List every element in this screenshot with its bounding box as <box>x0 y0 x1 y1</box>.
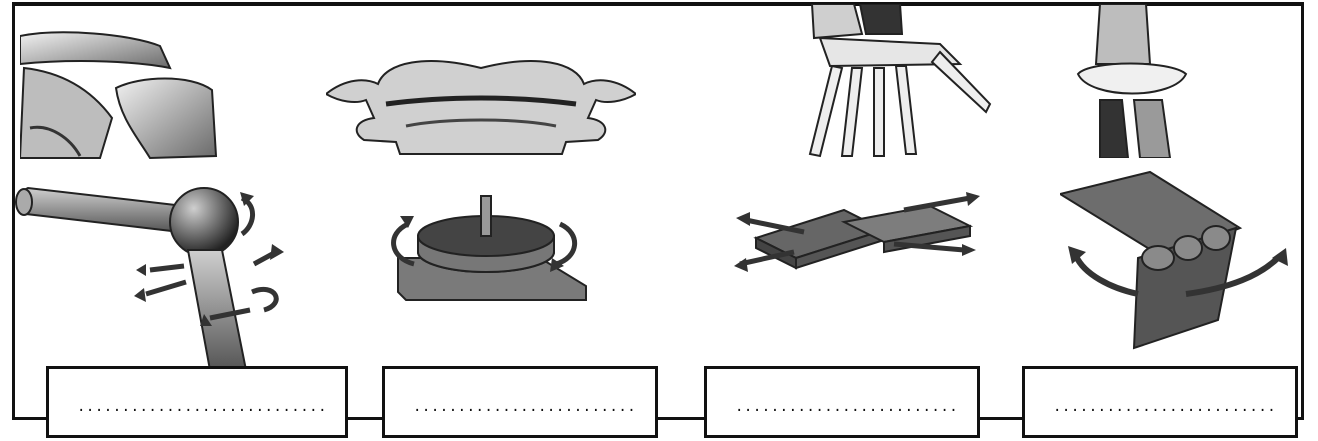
hand-bones-image <box>790 4 995 158</box>
answer-line[interactable]: ........................................… <box>77 399 325 415</box>
pivot-joint-model <box>384 194 590 302</box>
answer-line[interactable]: ........................................… <box>1053 399 1275 415</box>
ball-and-socket-joint-model <box>14 186 286 372</box>
gliding-joint-model <box>734 192 984 278</box>
answer-box-3[interactable]: ........................................… <box>704 366 980 438</box>
answer-box-2[interactable]: ........................................… <box>382 366 658 438</box>
shoulder-bone-image <box>20 28 220 160</box>
answer-box-1[interactable]: ........................................… <box>46 366 348 438</box>
answer-box-4[interactable]: ........................................… <box>1022 366 1298 438</box>
answer-line[interactable]: ........................................… <box>413 399 635 415</box>
elbow-bone-image <box>1070 4 1194 158</box>
hinge-joint-model <box>1060 170 1290 350</box>
vertebra-bone-image <box>326 48 636 156</box>
answer-line[interactable]: ........................................… <box>735 399 957 415</box>
